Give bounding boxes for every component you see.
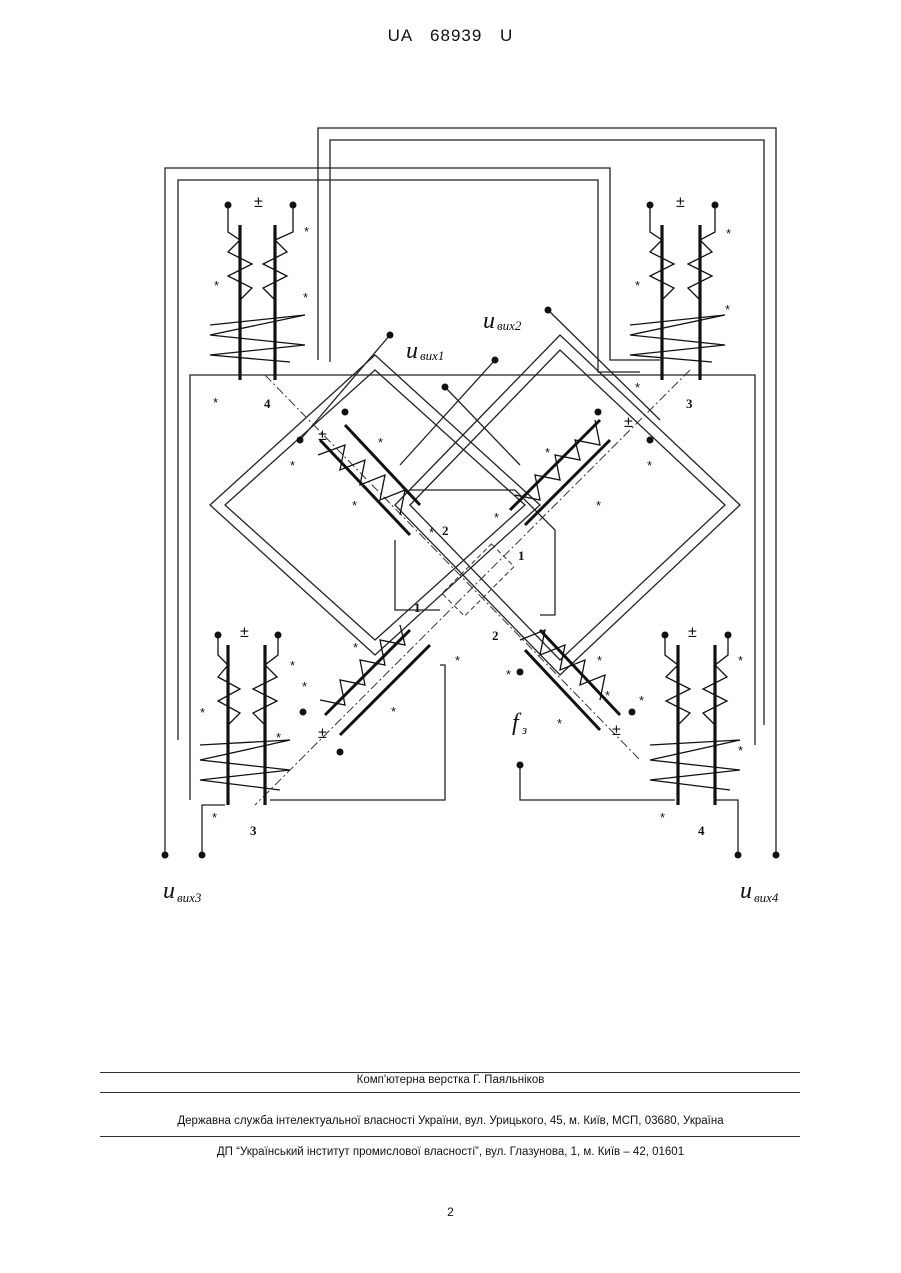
polarity-mark: ± — [688, 624, 697, 641]
dot-marker: * — [303, 290, 308, 305]
output-label-4-sub: вих4 — [754, 890, 779, 905]
dot-marker: * — [506, 667, 511, 682]
output-label-4: u — [740, 878, 752, 904]
coil-group-bottom-left — [200, 635, 290, 805]
dot-marker: * — [596, 498, 601, 513]
coil-label: 2 — [492, 628, 499, 643]
divider — [100, 1072, 800, 1073]
coil-label: 2 — [442, 523, 449, 538]
diamond-loop-right-inner — [410, 350, 725, 660]
output-label-1-sub: вих1 — [420, 348, 444, 363]
coil-group-top-right — [630, 205, 725, 380]
wire-frame-3 — [318, 128, 776, 855]
coil-diagonal-lower-left — [320, 625, 430, 735]
wire-frame-2 — [178, 180, 640, 740]
dot-marker: * — [214, 278, 219, 293]
wire-bottom-right — [520, 765, 675, 800]
dot-marker: * — [455, 653, 460, 668]
dot-marker: * — [290, 658, 295, 673]
dot-marker: * — [304, 224, 309, 239]
wire-lead-4 — [715, 800, 738, 855]
force-label-sub: з — [521, 722, 527, 737]
dot-marker: * — [738, 743, 743, 758]
dot-marker: * — [647, 458, 652, 473]
dot-marker: * — [378, 435, 383, 450]
output-label-3: u — [163, 878, 175, 904]
dot-marker: * — [212, 810, 217, 825]
wire-centre-right — [410, 490, 555, 615]
polarity-mark: ± — [676, 194, 685, 211]
coil-diagonal-upper-right — [510, 420, 610, 525]
dot-marker: * — [213, 395, 218, 410]
dot-marker: * — [290, 458, 295, 473]
dot-marker: * — [639, 693, 644, 708]
dot-marker: * — [635, 380, 640, 395]
dot-marker: * — [429, 525, 434, 540]
output-label-3-sub: вих3 — [177, 890, 202, 905]
polarity-mark: ± — [254, 194, 263, 211]
dot-marker: * — [725, 302, 730, 317]
coil-group-top-left — [210, 205, 305, 380]
page-number: 2 — [0, 1205, 901, 1219]
dot-marker: * — [557, 716, 562, 731]
coil-group-bottom-right — [650, 635, 740, 805]
coil-label: 3 — [686, 396, 693, 411]
coil-label: 1 — [518, 548, 525, 563]
coil-label: 3 — [250, 823, 257, 838]
institute-address: ДП “Український інститут промислової вла… — [0, 1146, 901, 1158]
dot-marker: * — [200, 705, 205, 720]
dot-marker: * — [660, 810, 665, 825]
typesetting-credit: Комп'ютерна верстка Г. Паяльніков — [0, 1074, 901, 1086]
dot-marker: * — [353, 640, 358, 655]
lead-out-2 — [400, 360, 495, 465]
centre-element — [442, 544, 514, 616]
dot-marker: * — [605, 688, 610, 703]
dot-marker: * — [635, 278, 640, 293]
dot-marker: * — [545, 445, 550, 460]
polarity-mark: ± — [624, 414, 633, 431]
wire-bottom-left — [270, 665, 445, 800]
output-label-1: u — [406, 338, 418, 364]
polarity-mark: ± — [612, 722, 621, 739]
terminal-dots — [162, 202, 780, 859]
patent-figure: ± ± ± ± ± ± ± ± * * * * * * * * * * * * … — [0, 0, 901, 1000]
dot-marker: * — [302, 679, 307, 694]
dot-marker: * — [597, 653, 602, 668]
dot-marker: * — [391, 704, 396, 719]
coil-label: 4 — [264, 396, 271, 411]
dot-marker: * — [276, 730, 281, 745]
dot-marker: * — [726, 226, 731, 241]
coil-label: 4 — [698, 823, 705, 838]
output-label-2-sub: вих2 — [497, 318, 522, 333]
force-label: f — [512, 710, 522, 736]
divider — [100, 1136, 800, 1137]
polarity-mark: ± — [240, 624, 249, 641]
output-label-2: u — [483, 308, 495, 334]
dot-marker: * — [352, 498, 357, 513]
diamond-loop-left — [210, 355, 540, 655]
polarity-mark: ± — [318, 427, 327, 444]
dot-marker: * — [738, 653, 743, 668]
lead-out-2b — [548, 310, 660, 420]
coil-diagonal-lower-right — [520, 630, 620, 730]
agency-address: Державна служба інтелектуальної власност… — [0, 1115, 901, 1127]
divider — [100, 1092, 800, 1093]
coil-label: 1 — [414, 600, 421, 615]
dot-marker: * — [494, 510, 499, 525]
polarity-mark: ± — [318, 725, 327, 742]
